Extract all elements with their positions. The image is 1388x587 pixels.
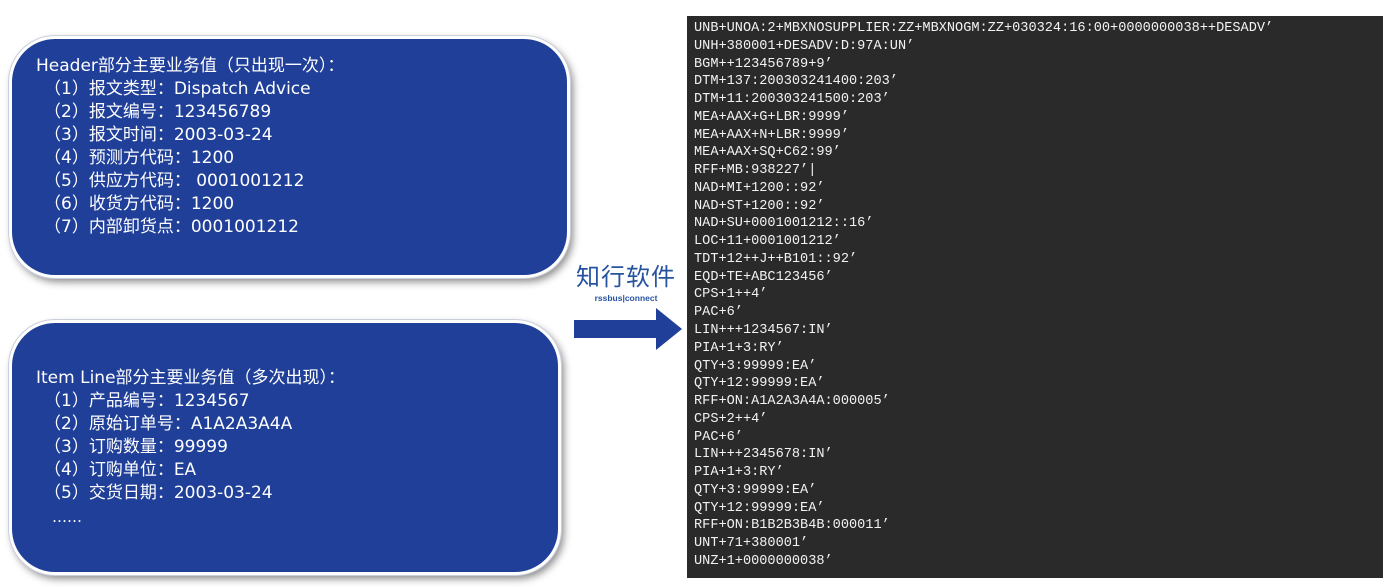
- item-field-item: （1）产品编号：1234567: [44, 391, 250, 411]
- item-field-item: （5）交货日期：2003-03-24: [44, 483, 273, 503]
- edi-segment-line: UNB+UNOA:2+MBXNOSUPPLIER:ZZ+MBXNOGM:ZZ+0…: [694, 21, 1274, 36]
- header-field-item: （5）供应方代码： 0001001212: [44, 171, 305, 191]
- edi-segment-line: QTY+12:99999:EA’: [694, 500, 825, 516]
- edi-segment-line: RFF+ON:B1B2B3B4B:000011’: [694, 518, 890, 534]
- edi-segment-line: RFF+ON:A1A2A3A4A:000005’: [694, 394, 890, 410]
- edi-segment-line: BGM++123456789+9’: [694, 56, 833, 72]
- header-field-item: （3）报文时间：2003-03-24: [44, 125, 273, 145]
- right-arrow-shape: [574, 308, 682, 350]
- item-field-item: （4）订购单位：EA: [44, 460, 197, 480]
- edi-segment-line: NAD+SU+0001001212::16’: [694, 216, 874, 232]
- header-box-title: Header部分主要业务值（只出现一次）：: [36, 56, 345, 76]
- edi-segment-line: EQD+TE+ABC123456’: [694, 269, 833, 285]
- edi-segment-line: LIN+++1234567:IN’: [694, 323, 833, 339]
- edi-segment-line: QTY+12:99999:EA’: [694, 376, 825, 392]
- item-field-list: （1）产品编号：1234567 （2）原始订单号：A1A2A3A4A （3）订购…: [36, 390, 558, 505]
- header-fields-box: Header部分主要业务值（只出现一次）： （1）报文类型：Dispatch A…: [9, 36, 570, 278]
- edi-segment-line: DTM+137:200303241400:203’: [694, 74, 898, 90]
- edi-segment-line: DTM+11:200303241500:203’: [694, 92, 890, 108]
- item-field-item: （3）订购数量：99999: [44, 437, 228, 457]
- edi-segment-line: MEA+AAX+N+LBR:9999’: [694, 127, 849, 143]
- edi-segment-line: PAC+6’: [694, 429, 743, 445]
- item-line-fields-box: Item Line部分主要业务值（多次出现）： （1）产品编号：1234567 …: [9, 320, 561, 575]
- edi-segment-line: NAD+ST+1200::92’: [694, 198, 825, 214]
- header-field-item: （1）报文类型：Dispatch Advice: [44, 79, 311, 99]
- right-arrow-icon: [574, 308, 682, 350]
- edi-segment-line: MEA+AAX+G+LBR:9999’: [694, 109, 849, 125]
- edi-segment-line: QTY+3:99999:EA’: [694, 482, 817, 498]
- edi-segment-line: RFF+MB:938227’|: [694, 163, 817, 179]
- brand-logo: 知行软件 rssbus|connect: [574, 262, 678, 304]
- header-field-item: （4）预测方代码：1200: [44, 148, 235, 168]
- edi-segment-line: QTY+3:99999:EA’: [694, 358, 817, 374]
- edi-segment-line: LIN+++2345678:IN’: [694, 447, 833, 463]
- header-field-list: （1）报文类型：Dispatch Advice （2）报文编号：12345678…: [36, 78, 567, 239]
- edi-segment-line: CPS+1++4’: [694, 287, 768, 303]
- edi-segment-line: UNZ+1+0000000038’: [694, 553, 833, 569]
- edi-segment-line: MEA+AAX+SQ+C62:99’: [694, 145, 841, 161]
- edi-segment-line: PIA+1+3:RY’: [694, 465, 784, 481]
- edi-segment-line: NAD+MI+1200::92’: [694, 180, 825, 196]
- item-box-ellipsis: ……: [52, 508, 82, 526]
- edi-segment-line: UNH+380001+DESADV:D:97A:UN’: [694, 38, 915, 54]
- item-field-item: （2）原始订单号：A1A2A3A4A: [44, 414, 293, 434]
- edi-segment-line: UNT+71+380001’: [694, 536, 809, 552]
- edi-segment-line: CPS+2++4’: [694, 411, 768, 427]
- edi-message-panel: UNB+UNOA:2+MBXNOSUPPLIER:ZZ+MBXNOGM:ZZ+0…: [687, 16, 1383, 578]
- header-field-item: （7）内部卸货点：0001001212: [44, 217, 299, 237]
- header-field-item: （2）报文编号：123456789: [44, 102, 272, 122]
- edi-segment-line: PIA+1+3:RY’: [694, 340, 784, 356]
- brand-name: 知行软件: [576, 263, 676, 291]
- header-field-item: （6）收货方代码：1200: [44, 194, 235, 214]
- edi-segment-line: TDT+12++J++B101::92’: [694, 251, 858, 267]
- brand-subtitle: rssbus|connect: [594, 293, 658, 303]
- edi-segment-line: PAC+6’: [694, 305, 743, 321]
- edi-segment-line: LOC+11+0001001212’: [694, 234, 841, 250]
- item-box-title: Item Line部分主要业务值（多次出现）：: [36, 368, 346, 388]
